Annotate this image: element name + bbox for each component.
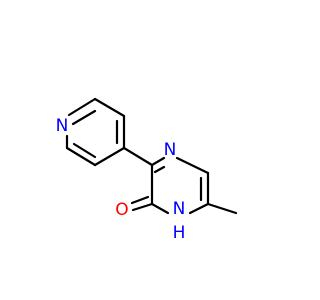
bond-n-c2-pyridine-inner xyxy=(71,109,97,126)
atom-n1: N xyxy=(173,199,186,219)
structure-canvas: N N N H O xyxy=(56,97,238,243)
bond-c5-c6-pyridine xyxy=(65,146,97,167)
bonds xyxy=(65,97,238,215)
bond-c2-o-inner xyxy=(130,195,150,205)
bond-pyridine-pyrazinone xyxy=(122,146,154,167)
bond-c2-c3-pyridine xyxy=(93,97,126,118)
atom-h1: H xyxy=(173,223,186,243)
atoms: N N N H O xyxy=(56,116,186,243)
atom-o: O xyxy=(115,200,128,220)
bond-c3-n4-inner xyxy=(153,165,166,174)
atom-n-pyridine: N xyxy=(56,116,69,136)
bond-c5-c6-pyridine-inner xyxy=(72,142,97,159)
bond-n1-c2 xyxy=(150,202,170,215)
bond-c6-n1 xyxy=(188,202,210,215)
bond-c3-n4 xyxy=(150,156,166,167)
molecule-diagram: N N N H O xyxy=(56,97,238,243)
bond-n-c2-pyridine xyxy=(67,97,97,117)
atom-n4: N xyxy=(164,140,177,160)
bond-c6-methyl xyxy=(206,202,238,215)
bond-n4-c5 xyxy=(175,156,210,175)
bond-c2-o xyxy=(131,202,154,212)
bond-c4-c5-pyridine xyxy=(93,146,126,167)
